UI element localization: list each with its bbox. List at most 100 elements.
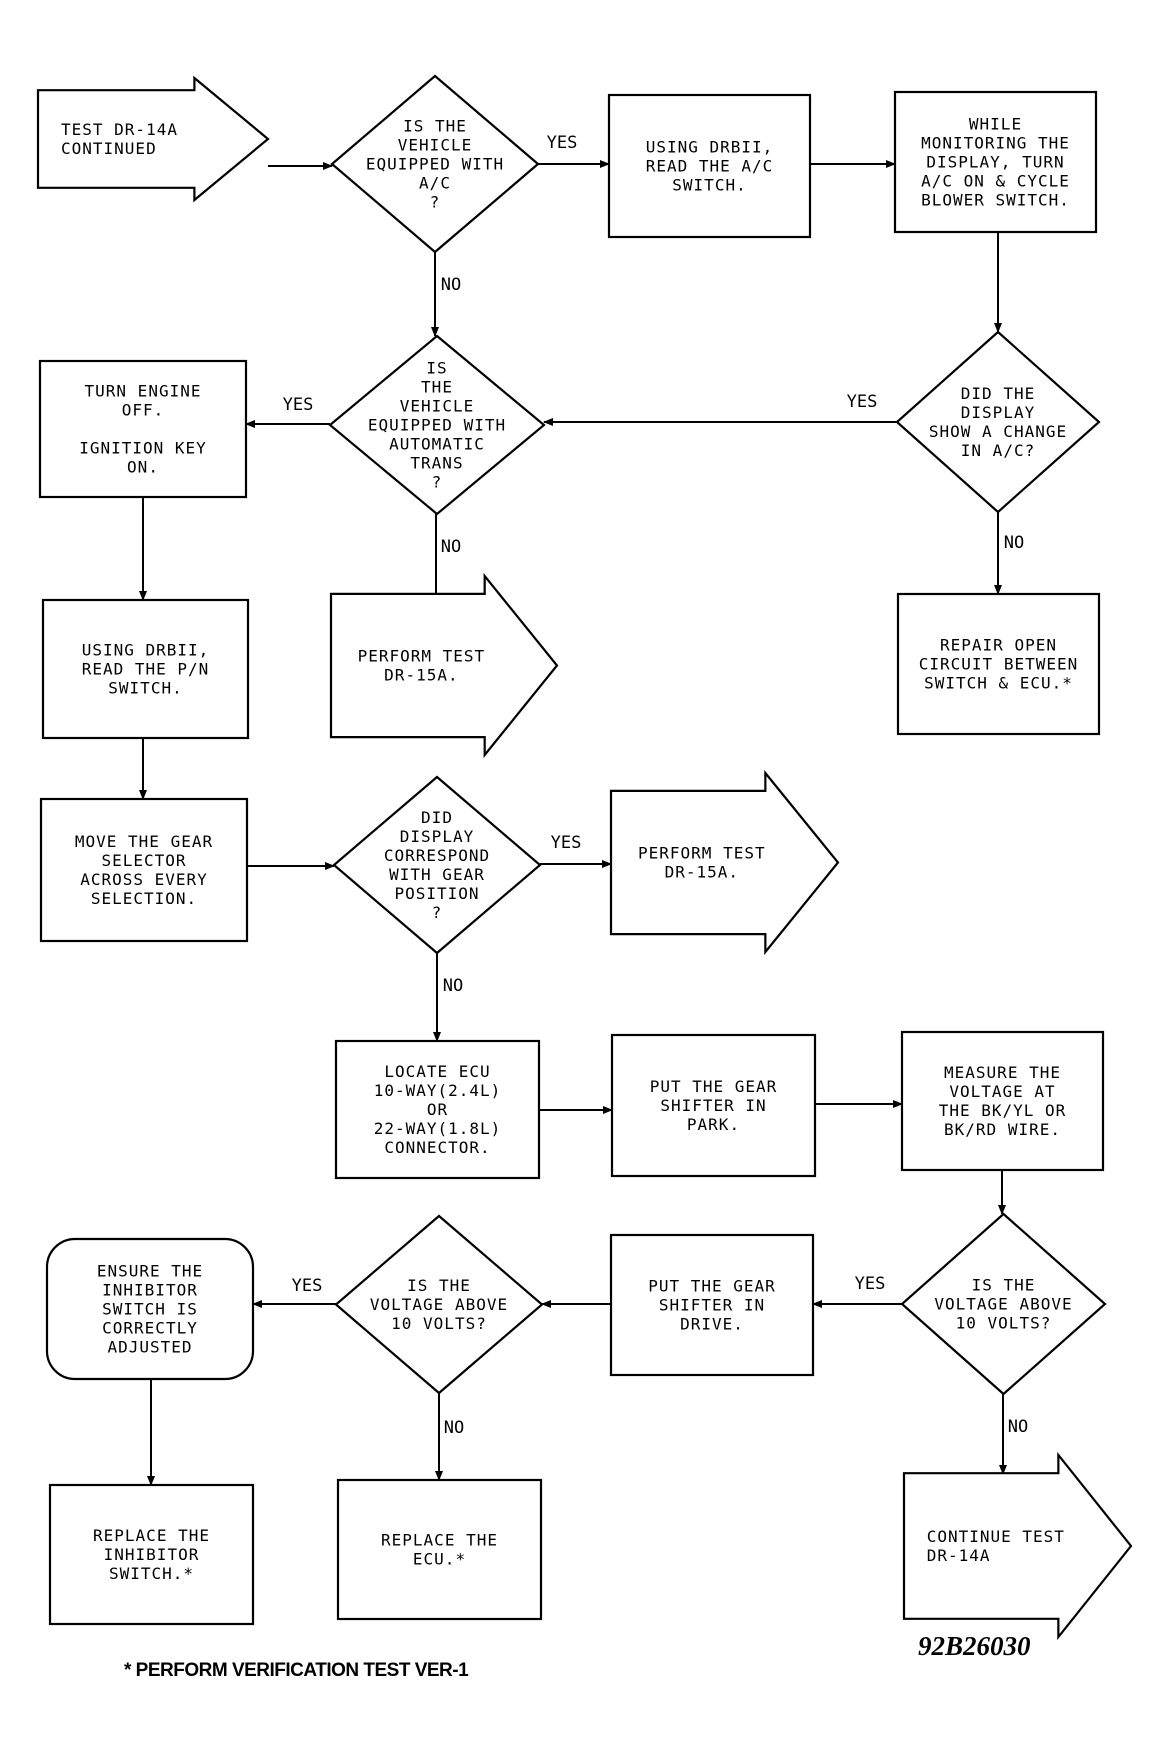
node-text-line: BK/RD WIRE.: [944, 1120, 1061, 1139]
node-text-line: 10 VOLTS?: [391, 1314, 487, 1333]
node-text-line: EQUIPPED WITH: [368, 415, 506, 434]
node-text-line: IS THE: [403, 116, 467, 135]
node-text-line: OFF.: [122, 400, 165, 419]
node-text-line: CONNECTOR.: [384, 1138, 490, 1157]
node-text-line: IS: [426, 358, 447, 377]
node-text-line: CONTINUE TEST: [927, 1527, 1065, 1546]
node-text-line: TURN ENGINE: [85, 381, 202, 400]
node-text-line: ADJUSTED: [107, 1337, 192, 1356]
node-text-line: SWITCH.*: [109, 1564, 194, 1583]
node-text-line: A/C ON & CYCLE: [921, 171, 1070, 190]
node-locate-ecu: LOCATE ECU10-WAY(2.4L)OR22-WAY(1.8L)CONN…: [334, 1039, 541, 1180]
edge-label: YES: [847, 392, 878, 412]
offpage-arrow: [902, 1451, 1133, 1641]
node-text-line: READ THE P/N: [82, 659, 210, 678]
node-text-line: ?: [430, 192, 441, 211]
edge-label: NO: [441, 537, 461, 557]
node-text-line: DISPLAY, TURN: [926, 152, 1064, 171]
decision-diamond: [900, 1212, 1107, 1396]
node-text-line: REPAIR OPEN: [940, 635, 1057, 654]
node-text-line: MEASURE THE: [944, 1063, 1061, 1082]
decision-diamond: [330, 74, 540, 254]
edge-q-display-gear-to-perform-dr15a-2: YES: [540, 833, 612, 868]
node-text-line: INHIBITOR: [102, 1280, 198, 1299]
edge-label: YES: [547, 133, 578, 153]
node-text-line: SELECTOR: [101, 851, 186, 870]
node-text-line: PARK.: [687, 1115, 740, 1134]
figure-id: 92B26030: [918, 1631, 1031, 1661]
node-text-line: DISPLAY: [961, 403, 1035, 422]
node-text-line: DR-15A.: [384, 665, 458, 684]
node-text-line: TRANS: [410, 453, 463, 472]
footnote: * PERFORM VERIFICATION TEST VER-1: [124, 1660, 469, 1681]
node-text-line: OR: [427, 1100, 448, 1119]
edge-label: YES: [292, 1276, 323, 1296]
process-box: [48, 1483, 255, 1626]
edge-label: YES: [855, 1274, 886, 1294]
node-text-line: AUTOMATIC: [389, 434, 485, 453]
node-text-line: PUT THE GEAR: [648, 1276, 776, 1295]
node-text-line: WHILE: [969, 114, 1022, 133]
process-box: [336, 1478, 543, 1621]
edge-q-voltage-drive-to-replace-ecu: NO: [435, 1393, 464, 1481]
node-text-line: PUT THE GEAR: [650, 1077, 778, 1096]
edge-q-voltage-park-to-shifter-drive: YES: [812, 1274, 902, 1308]
edge-q-voltage-drive-to-ensure-inhibitor: YES: [252, 1276, 336, 1308]
node-text-line: SELECTION.: [91, 889, 197, 908]
node-text-line: SWITCH.: [672, 175, 746, 194]
process-box: [607, 93, 812, 239]
node-text-line: WITH GEAR: [389, 865, 485, 884]
offpage-arrow: [329, 572, 559, 759]
node-text-line: VOLTAGE ABOVE: [370, 1295, 508, 1314]
edge-label: NO: [444, 1418, 464, 1438]
node-text-line: REPLACE THE: [381, 1530, 498, 1549]
node-text-line: REPLACE THE: [93, 1526, 210, 1545]
node-text-line: READ THE A/C: [646, 156, 774, 175]
edge-q-ac-to-q-auto-trans: NO: [431, 252, 461, 337]
node-text-line: MONITORING THE: [921, 133, 1070, 152]
process-box: [900, 1030, 1105, 1172]
process-box: [38, 359, 248, 499]
node-text-line: SHIFTER IN: [660, 1096, 766, 1115]
node-text-line: DRIVE.: [680, 1314, 744, 1333]
node-text-line: IN A/C?: [961, 441, 1035, 460]
offpage-arrow: [609, 769, 840, 956]
node-text-line: SWITCH.: [108, 678, 182, 697]
process-box: [41, 598, 250, 740]
node-text-line: VOLTAGE AT: [949, 1082, 1055, 1101]
node-text-line: POSITION: [394, 884, 479, 903]
node-text-line: TEST DR-14A: [61, 120, 178, 139]
process-box: [39, 797, 249, 943]
node-text-line: IS THE: [407, 1276, 471, 1295]
node-text-line: CONTINUED: [61, 139, 157, 158]
node-text-line: ACROSS EVERY: [80, 870, 208, 889]
edge-q-ac-to-read-ac-switch: YES: [538, 133, 610, 168]
node-text-line: 22-WAY(1.8L): [374, 1119, 502, 1138]
node-text-line: USING DRBII,: [646, 137, 774, 156]
edge-label: NO: [443, 976, 463, 996]
decision-diamond: [334, 1214, 544, 1395]
node-text-line: CORRESPOND: [384, 846, 490, 865]
node-text-line: CORRECTLY: [102, 1318, 198, 1337]
node-text-line: VEHICLE: [400, 396, 474, 415]
edge-q-display-gear-to-locate-ecu: NO: [433, 953, 463, 1042]
node-text-line: IS THE: [972, 1275, 1036, 1294]
node-text-line: THE: [421, 377, 453, 396]
node-text-line: CIRCUIT BETWEEN: [919, 654, 1079, 673]
edge-q-display-change-to-q-auto-trans: YES: [543, 392, 897, 426]
node-text-line: EQUIPPED WITH: [366, 154, 504, 173]
